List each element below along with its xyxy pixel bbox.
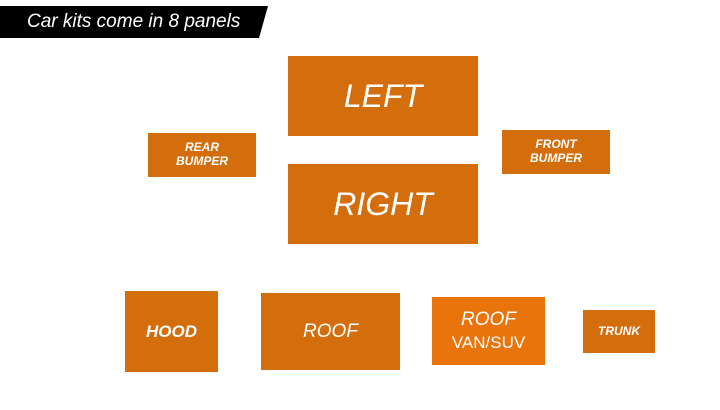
panel-left: LEFT — [288, 56, 478, 136]
panel-hood: HOOD — [125, 291, 218, 372]
panel-front-bumper-line1: FRONT — [535, 137, 577, 152]
panel-rear-bumper: REAR BUMPER — [148, 133, 256, 177]
panel-roof-van-suv-line2: VAN/SUV — [451, 333, 526, 353]
panel-right-label: RIGHT — [333, 185, 433, 222]
panel-rear-bumper-line1: REAR — [184, 140, 219, 155]
title-banner: Car kits come in 8 panels — [0, 6, 268, 38]
panel-roof-van-suv-line1: ROOF — [461, 309, 516, 331]
panel-trunk-label: TRUNK — [598, 323, 640, 338]
panel-hood-label: HOOD — [146, 321, 197, 341]
panel-front-bumper: FRONT BUMPER — [502, 130, 610, 174]
panel-rear-bumper-line2: BUMPER — [175, 154, 228, 168]
panel-roof: ROOF — [261, 293, 400, 370]
panel-roof-van-suv: ROOF VAN/SUV — [432, 297, 545, 365]
panel-front-bumper-line2: BUMPER — [529, 151, 582, 165]
panel-roof-label: ROOF — [303, 320, 358, 342]
panel-right: RIGHT — [288, 164, 478, 244]
panel-trunk: TRUNK — [583, 310, 655, 353]
page-title: Car kits come in 8 panels — [27, 11, 241, 32]
panel-left-label: LEFT — [343, 77, 423, 114]
